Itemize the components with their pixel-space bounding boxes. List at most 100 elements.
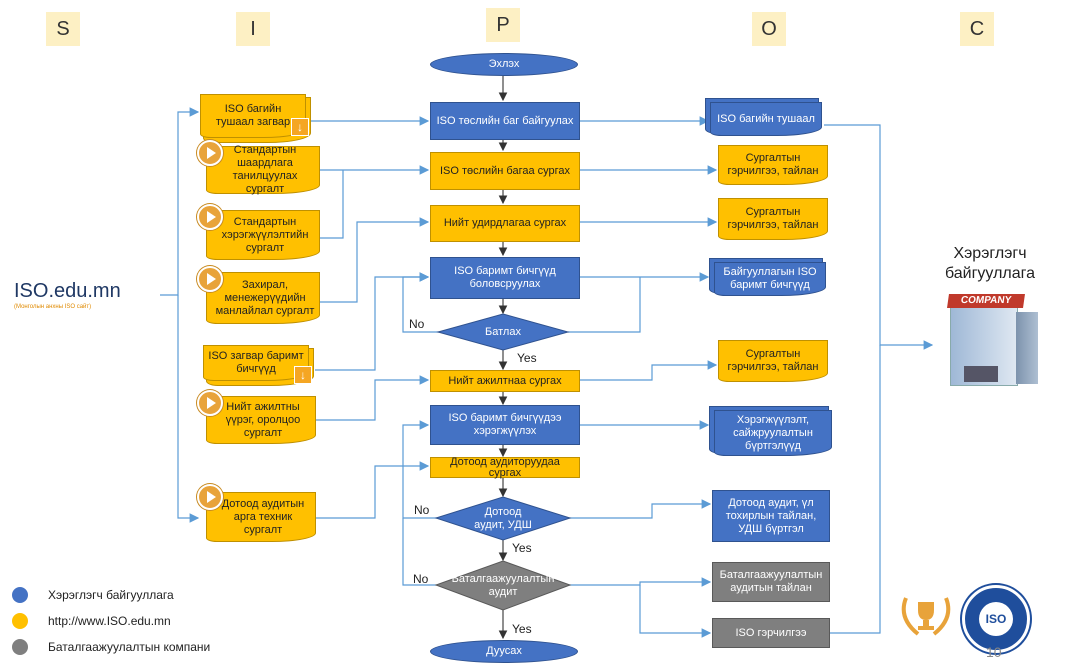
output-certification-audit-report: Баталгаажуулалтын аудитын тайлан xyxy=(712,562,830,602)
laurel-trophy-svg xyxy=(901,597,951,636)
customer-label-line1: Хэрэглэгч xyxy=(953,245,1027,262)
legend: Хэрэглэгч байгууллага http://www.ISO.edu… xyxy=(12,582,210,660)
decision-certification-audit-label: Баталгаажуулалтын аудит xyxy=(451,573,555,598)
legend-label: Хэрэглэгч байгууллага xyxy=(48,588,174,602)
column-header-c: C xyxy=(960,12,994,46)
column-header-i: I xyxy=(236,12,270,46)
video-play-icon xyxy=(197,266,223,292)
output-label: ISO багийн тушаал xyxy=(717,112,815,125)
input-label: Захирал, менежерүүдийн манлайлал сургалт xyxy=(215,278,315,317)
customer-label: Хэрэглэгч байгууллага xyxy=(930,244,1050,284)
video-play-icon xyxy=(197,140,223,166)
output-organization-iso-documents: Байгууллагын ISO баримт бичгүүд xyxy=(714,262,826,296)
input-iso-document-templates: ISO загвар баримт бичгүүд xyxy=(203,345,309,381)
output-label: Сургалтын гэрчилгээ, тайлан xyxy=(727,152,819,177)
input-label: Нийт ажилтны үүрэг, оролцоо сургалт xyxy=(225,400,301,439)
output-label: ISO гэрчилгээ xyxy=(735,626,807,639)
no-label: No xyxy=(409,317,425,331)
decision-internal-audit-label: Дотоод аудит, УДШ xyxy=(474,506,532,531)
decision-approve-label: Батлах xyxy=(485,325,521,338)
end-terminator: Дуусах xyxy=(430,640,578,663)
input-label: ISO багийн тушаал загвар xyxy=(215,103,291,128)
process-step-2: ISO төслийн багаа сургах xyxy=(430,152,580,190)
decision-certification-audit xyxy=(434,560,572,611)
output-label: Баталгаажуулалтын аудитын тайлан xyxy=(719,569,823,594)
column-header-s: S xyxy=(46,12,80,46)
input-label: Дотоод аудитын арга техник сургалт xyxy=(221,497,305,536)
output-label: Сургалтын гэрчилгээ, тайлан xyxy=(727,206,819,231)
supplier-logo-text: ISO.edu.mn xyxy=(14,280,121,302)
supplier-tagline: (Монголын анхны ISO сайт) xyxy=(14,304,92,310)
process-step-4: ISO баримт бичгүүд боловсруулах xyxy=(430,257,580,299)
legend-label: Баталгаажуулалтын компани xyxy=(48,640,211,654)
legend-item: Баталгаажуулалтын компани xyxy=(12,634,210,660)
process-step-3: Нийт удирдлагаа сургах xyxy=(430,205,580,242)
company-building-icon: COMPANY xyxy=(944,292,1044,388)
process-step-label: Дотоод аудиторуудаа сургах xyxy=(450,455,560,479)
output-label: Сургалтын гэрчилгээ, тайлан xyxy=(727,348,819,373)
process-step-7: Дотоод аудиторуудаа сургах xyxy=(430,455,580,479)
process-step-5: Нийт ажилтнаа сургах xyxy=(430,370,580,392)
process-step-label: Нийт ажилтнаа сургах xyxy=(448,374,562,387)
input-label: Стандартын хэрэгжүүлэлтийн сургалт xyxy=(221,215,309,254)
output-iso-certificate: ISO гэрчилгээ xyxy=(712,618,830,648)
output-implementation-records: Хэрэгжүүлэлт, сайжруулалтын бүртгэлүүд xyxy=(714,410,832,456)
process-step-6: ISO баримт бичгүүдээ хэрэгжүүлэх xyxy=(430,405,580,445)
download-icon: ↓ xyxy=(291,118,309,136)
process-step-label: ISO баримт бичгүүд боловсруулах xyxy=(454,265,556,290)
end-label: Дуусах xyxy=(486,645,522,657)
no-label: No xyxy=(414,503,430,517)
input-internal-audit-training: Дотоод аудитын арга техник сургалт xyxy=(206,492,316,542)
process-step-label: Нийт удирдлагаа сургах xyxy=(443,217,567,229)
input-standard-implementation-training: Стандартын хэрэгжүүлэлтийн сургалт xyxy=(206,210,320,260)
video-play-icon xyxy=(197,204,223,230)
output-training-certificate-3: Сургалтын гэрчилгээ, тайлан xyxy=(718,340,828,382)
column-header-o: O xyxy=(752,12,786,46)
supplier-logo: ISO.edu.mn (Монголын анхны ISO сайт) xyxy=(14,280,121,310)
process-step-label: ISO баримт бичгүүдээ хэрэгжүүлэх xyxy=(448,412,562,437)
input-leadership-training: Захирал, менежерүүдийн манлайлал сургалт xyxy=(206,272,320,324)
customer-label-line2: байгууллага xyxy=(944,265,1036,282)
process-step-label: ISO төслийн баг байгуулах xyxy=(436,114,574,127)
input-standard-intro-training: Стандартын шаардлага танилцуулах сургалт xyxy=(206,144,320,195)
decision-approve xyxy=(436,313,570,351)
process-step-1: ISO төслийн баг байгуулах xyxy=(430,102,580,140)
legend-swatch-blue xyxy=(12,587,28,603)
no-label: No xyxy=(413,572,429,586)
decision-internal-audit xyxy=(434,496,572,541)
start-terminator: Эхлэх xyxy=(430,53,578,76)
input-label: Стандартын шаардлага танилцуулах сургалт xyxy=(232,144,298,195)
legend-label: http://www.ISO.edu.mn xyxy=(48,614,171,628)
output-internal-audit-report: Дотоод аудит, үл тохирлын тайлан, УДШ бү… xyxy=(712,490,830,542)
yes-label: Yes xyxy=(517,351,537,365)
output-training-certificate-2: Сургалтын гэрчилгээ, тайлан xyxy=(718,198,828,240)
iso-seal-text: ISO xyxy=(979,602,1013,636)
process-step-label: ISO төслийн багаа сургах xyxy=(439,164,571,177)
video-play-icon xyxy=(197,484,223,510)
input-all-staff-training: Нийт ажилтны үүрэг, оролцоо сургалт xyxy=(206,396,316,444)
output-label: Дотоод аудит, үл тохирлын тайлан, УДШ бү… xyxy=(725,496,817,535)
column-header-p: P xyxy=(486,8,520,42)
output-label: Хэрэгжүүлэлт, сайжруулалтын бүртгэлүүд xyxy=(733,413,813,452)
start-label: Эхлэх xyxy=(488,58,520,70)
input-iso-team-order-template: ISO багийн тушаал загвар xyxy=(200,94,306,138)
legend-swatch-gray xyxy=(12,639,28,655)
page-number: 10 xyxy=(986,644,1002,660)
yes-label: Yes xyxy=(512,541,532,555)
input-label: ISO загвар баримт бичгүүд xyxy=(208,350,304,375)
laurel-trophy-icon xyxy=(896,590,956,640)
video-play-icon xyxy=(197,390,223,416)
legend-item: Хэрэглэгч байгууллага xyxy=(12,582,210,608)
iso-certified-seal-icon: ISO xyxy=(962,585,1030,653)
legend-item: http://www.ISO.edu.mn xyxy=(12,608,210,634)
building-sign: COMPANY xyxy=(947,294,1025,308)
legend-swatch-gold xyxy=(12,613,28,629)
output-training-certificate-1: Сургалтын гэрчилгээ, тайлан xyxy=(718,145,828,185)
output-label: Байгууллагын ISO баримт бичгүүд xyxy=(723,266,817,291)
yes-label: Yes xyxy=(512,622,532,636)
download-icon: ↓ xyxy=(294,366,312,384)
output-iso-team-order: ISO багийн тушаал xyxy=(710,102,822,136)
